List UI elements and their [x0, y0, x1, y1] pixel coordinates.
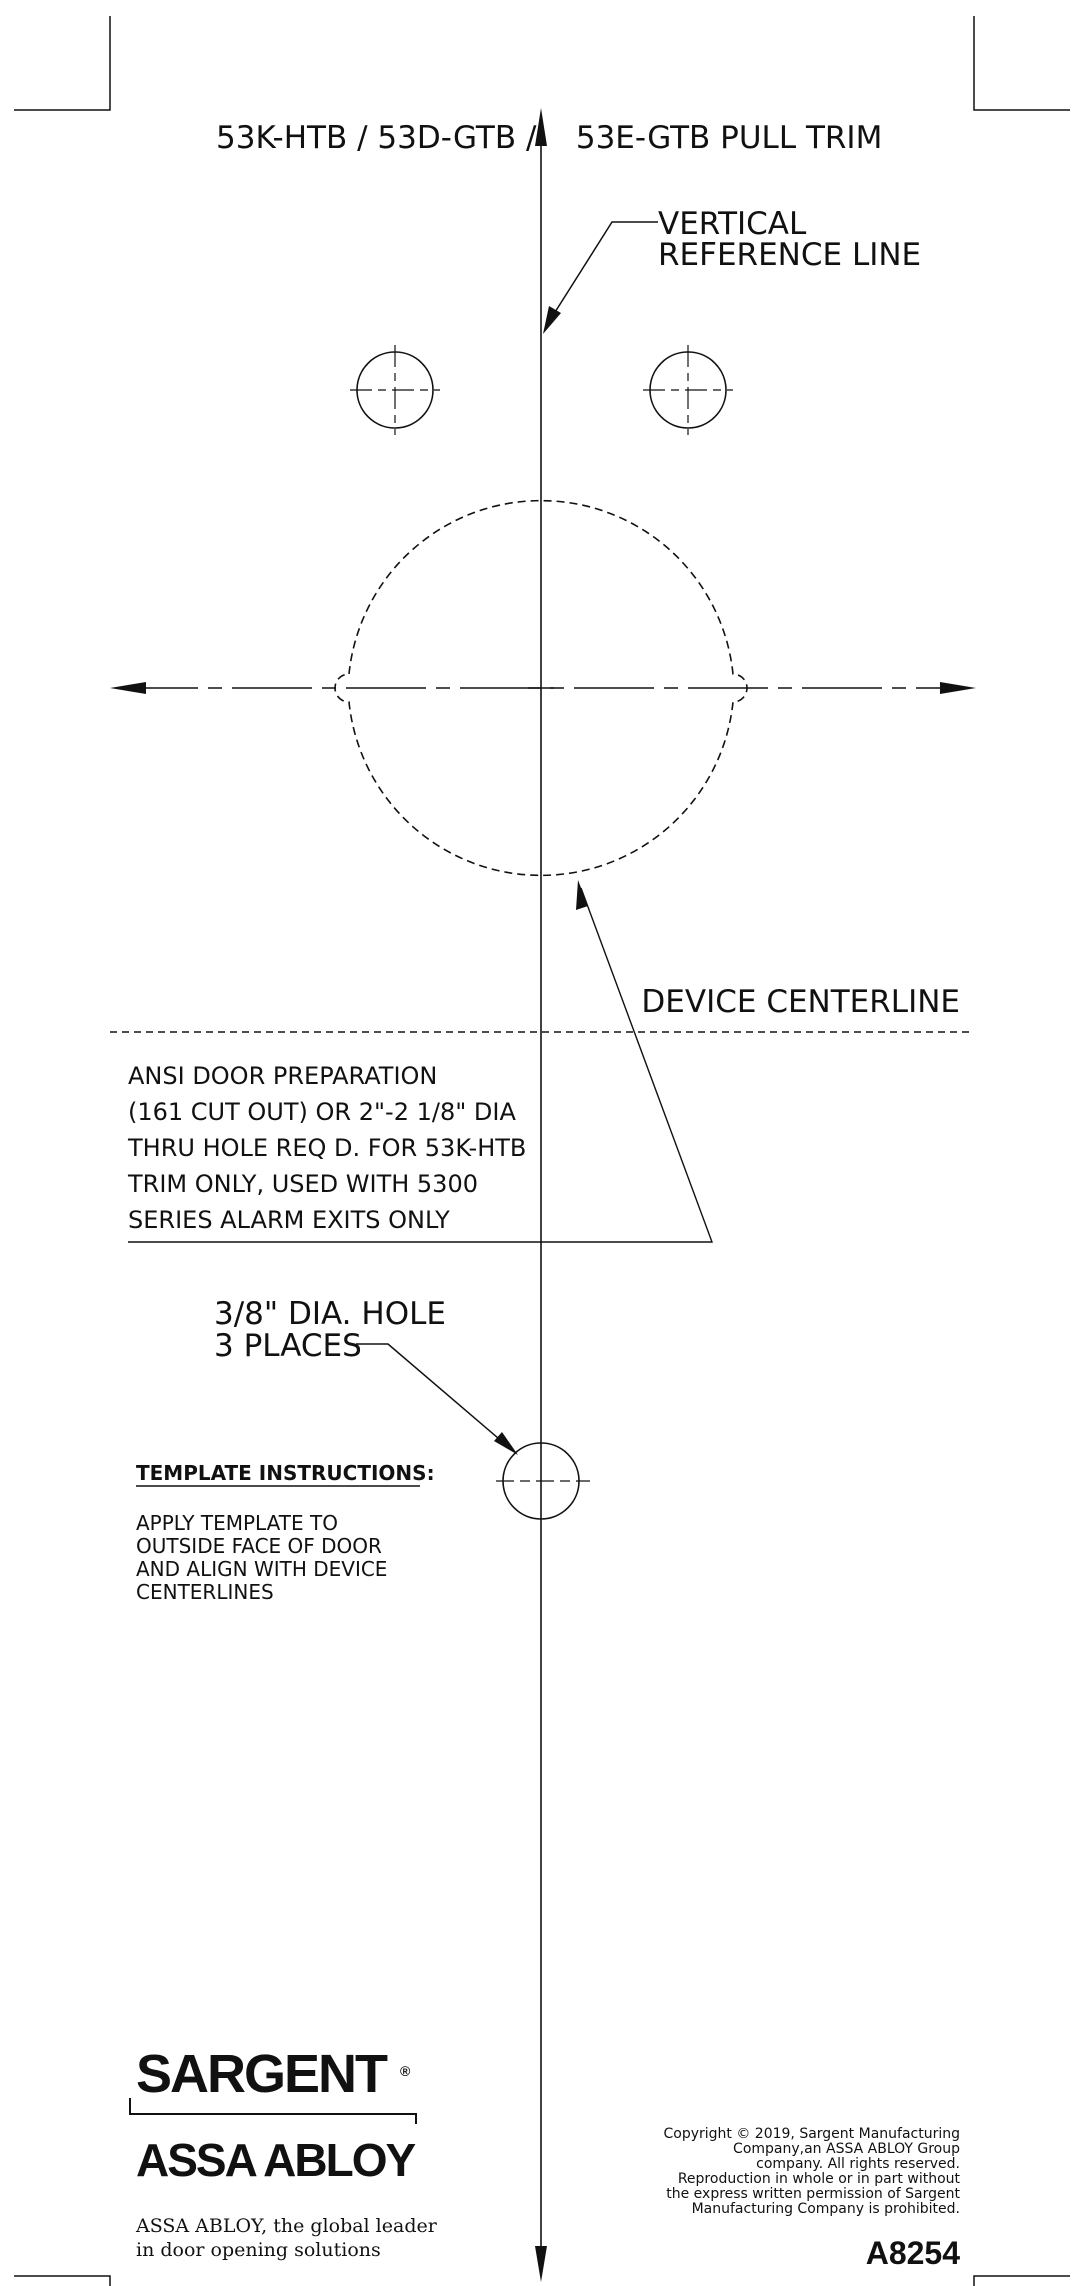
- device-centerline: DEVICE CENTERLINE: [110, 984, 974, 1033]
- main-bore-cutout: [334, 499, 748, 877]
- tagline-line-2: in door opening solutions: [136, 2239, 381, 2261]
- hole-callout: 3/8" DIA. HOLE 3 PLACES: [214, 1296, 518, 1455]
- vertical-reference-label-line-2: REFERENCE LINE: [658, 237, 921, 273]
- through-hole-bottom: [496, 1442, 590, 1520]
- arrow-pointer-icon: [576, 880, 588, 910]
- copyright-line-6: Manufacturing Company is prohibited.: [692, 2201, 960, 2217]
- ansi-note-line-4: TRIM ONLY, USED WITH 5300: [127, 1170, 478, 1198]
- template-instructions: TEMPLATE INSTRUCTIONS: APPLY TEMPLATE TO…: [136, 1461, 435, 1604]
- arrow-left-icon: [110, 682, 146, 694]
- ansi-note-line-2: (161 CUT OUT) OR 2"-2 1/8" DIA: [128, 1098, 516, 1126]
- mounting-hole-right: [643, 345, 733, 435]
- ansi-note-line-1: ANSI DOOR PREPARATION: [128, 1062, 437, 1090]
- vertical-reference-label-line-1: VERTICAL: [658, 206, 807, 242]
- copyright-line-2: Company,an ASSA ABLOY Group: [733, 2141, 960, 2157]
- vertical-reference-callout: VERTICAL REFERENCE LINE: [543, 206, 921, 334]
- arrow-pointer-icon: [543, 306, 561, 334]
- copyright-block: Copyright © 2019, Sargent Manufacturing …: [663, 2126, 960, 2217]
- instructions-line-3: AND ALIGN WITH DEVICE: [136, 1557, 387, 1581]
- arrow-down-icon: [535, 2246, 547, 2282]
- copyright-line-5: the express written permission of Sargen…: [666, 2186, 960, 2202]
- arrow-pointer-icon: [494, 1432, 518, 1455]
- copyright-line-1: Copyright © 2019, Sargent Manufacturing: [663, 2126, 960, 2142]
- brand-name: SARGENT: [136, 2044, 388, 2104]
- arrow-right-icon: [940, 682, 976, 694]
- instructions-line-1: APPLY TEMPLATE TO: [136, 1511, 338, 1535]
- copyright-line-3: company. All rights reserved.: [756, 2156, 960, 2172]
- ansi-note-line-5: SERIES ALARM EXITS ONLY: [128, 1206, 450, 1234]
- mounting-hole-left: [350, 345, 440, 435]
- brand-logo: SARGENT ® ASSA ABLOY ASSA ABLOY, the glo…: [129, 2044, 438, 2261]
- device-centerline-label: DEVICE CENTERLINE: [641, 984, 960, 1020]
- hole-note-line-1: 3/8" DIA. HOLE: [214, 1296, 446, 1332]
- instructions-heading: TEMPLATE INSTRUCTIONS:: [136, 1461, 435, 1485]
- brand-registered-mark: ®: [400, 2063, 411, 2079]
- ansi-note: ANSI DOOR PREPARATION (161 CUT OUT) OR 2…: [127, 1062, 526, 1234]
- instructions-line-2: OUTSIDE FACE OF DOOR: [136, 1534, 382, 1558]
- vertical-reference-line: [535, 108, 547, 2282]
- bore-leader: [128, 880, 714, 1243]
- instructions-line-4: CENTERLINES: [136, 1580, 274, 1604]
- crop-marks: [14, 16, 1070, 2286]
- tagline-line-1: ASSA ABLOY, the global leader: [135, 2215, 438, 2237]
- document-number: A8254: [866, 2235, 961, 2271]
- copyright-line-4: Reproduction in whole or in part without: [678, 2171, 961, 2187]
- template-title: 53K-HTB / 53D-GTB / 53E-GTB PULL TRIM: [216, 120, 882, 156]
- parent-brand: ASSA ABLOY: [136, 2134, 415, 2186]
- hole-note-line-2: 3 PLACES: [214, 1328, 362, 1364]
- ansi-note-line-3: THRU HOLE REQ D. FOR 53K-HTB: [127, 1134, 526, 1162]
- arrow-up-icon: [535, 108, 547, 146]
